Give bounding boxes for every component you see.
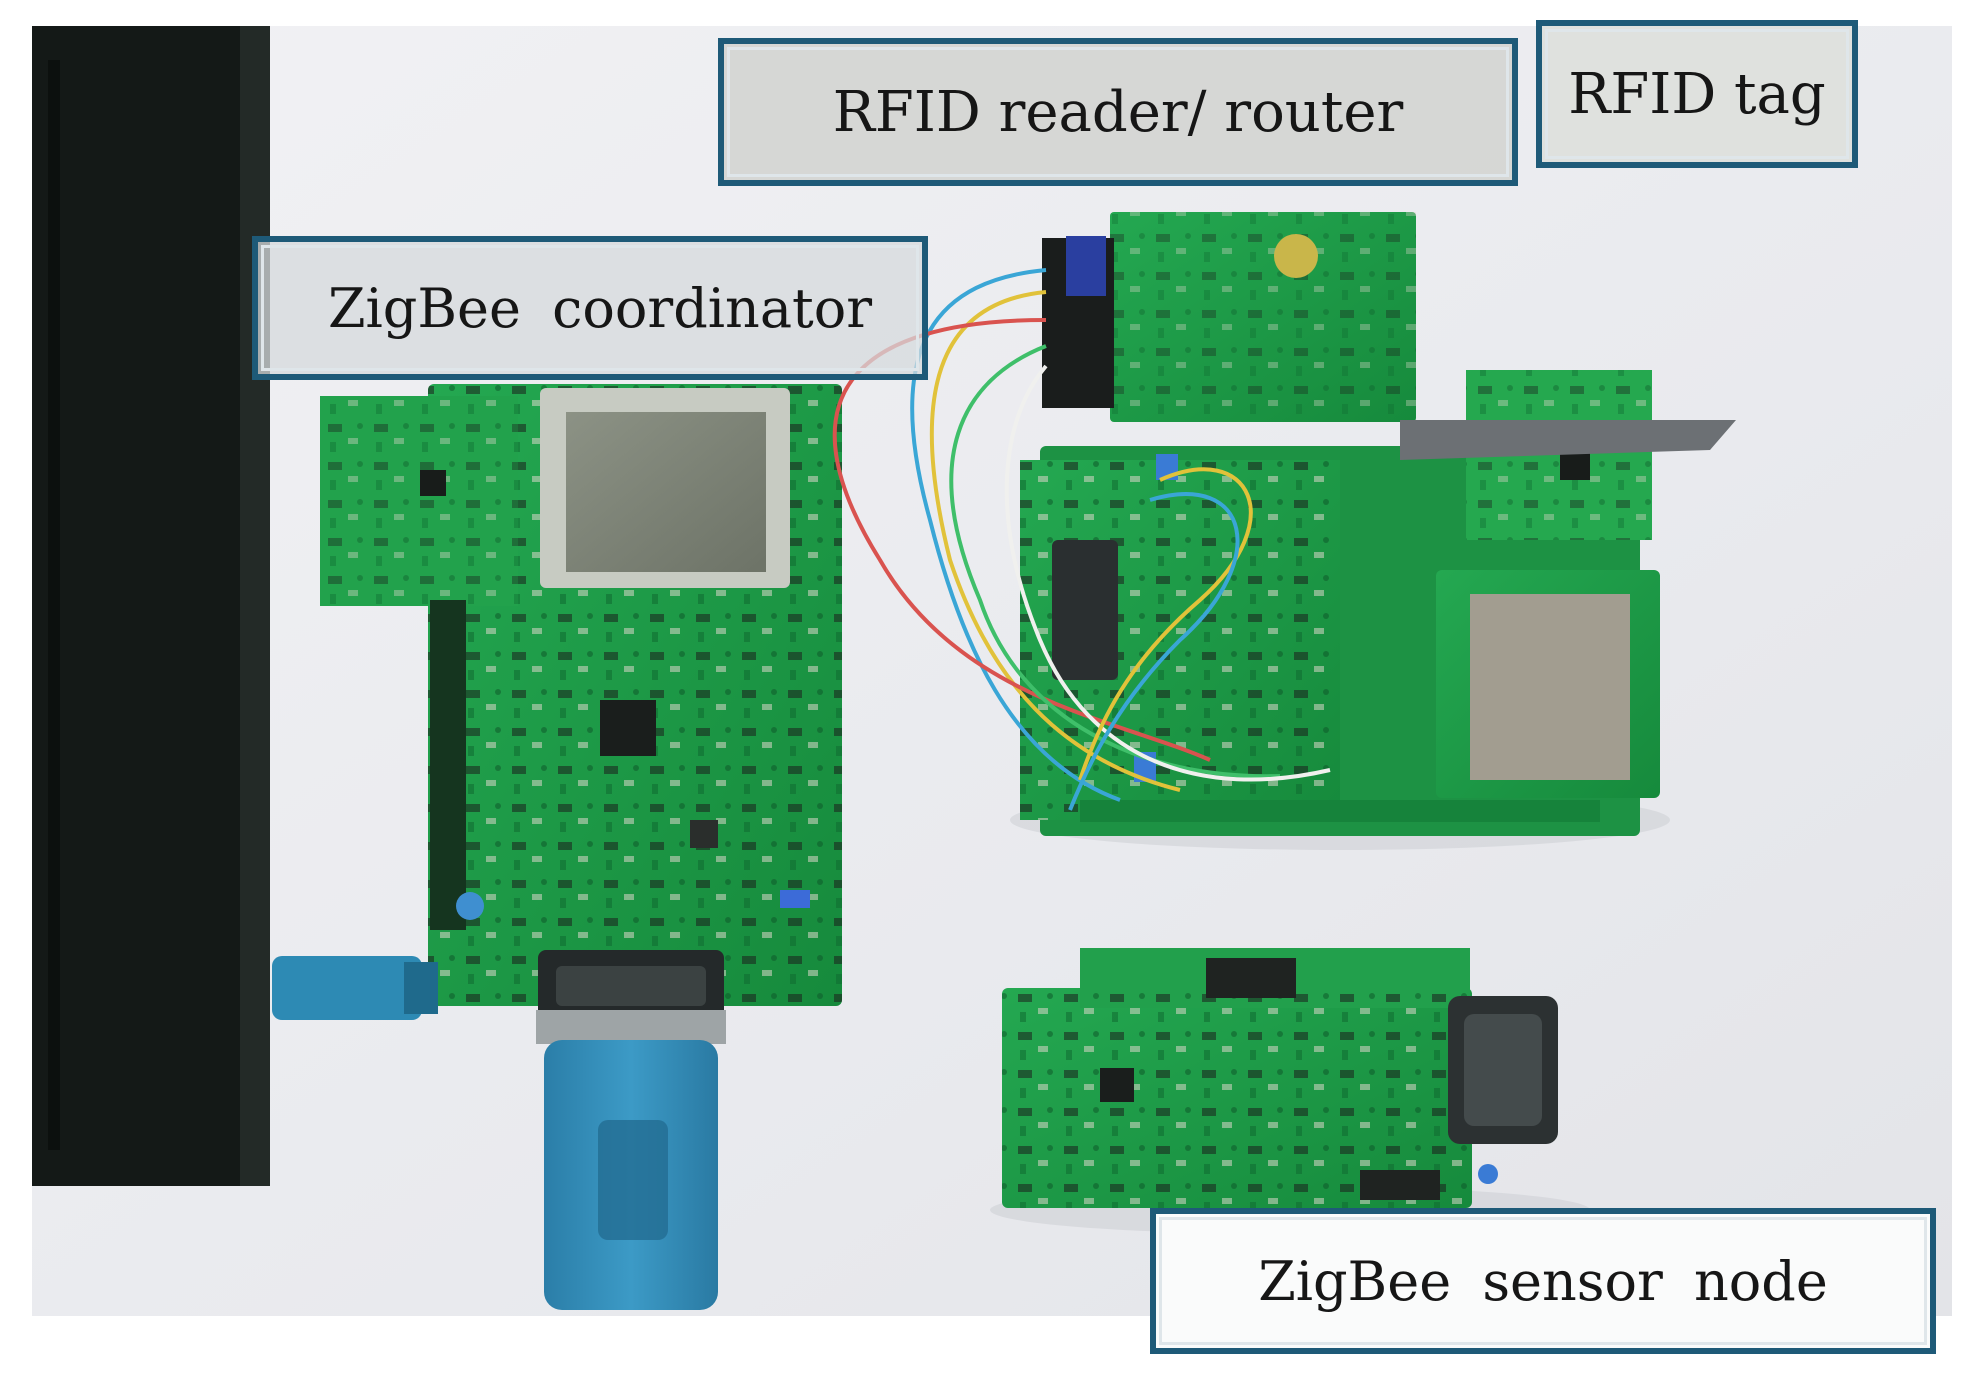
zigbee-coordinator-board — [320, 384, 842, 1020]
serial-adapter — [536, 1010, 726, 1310]
zigbee-sensor-node-board — [1002, 948, 1558, 1208]
usb-cable — [272, 956, 438, 1020]
rfid-reader-router-label: RFID reader/ router — [718, 38, 1518, 186]
zigbee-sensor-node-label: ZigBee sensor node — [1150, 1208, 1936, 1354]
jumper-wires — [832, 268, 1331, 811]
zigbee-coordinator-label: ZigBee coordinator — [252, 236, 928, 380]
rfid-tag-label: RFID tag — [1536, 20, 1858, 168]
